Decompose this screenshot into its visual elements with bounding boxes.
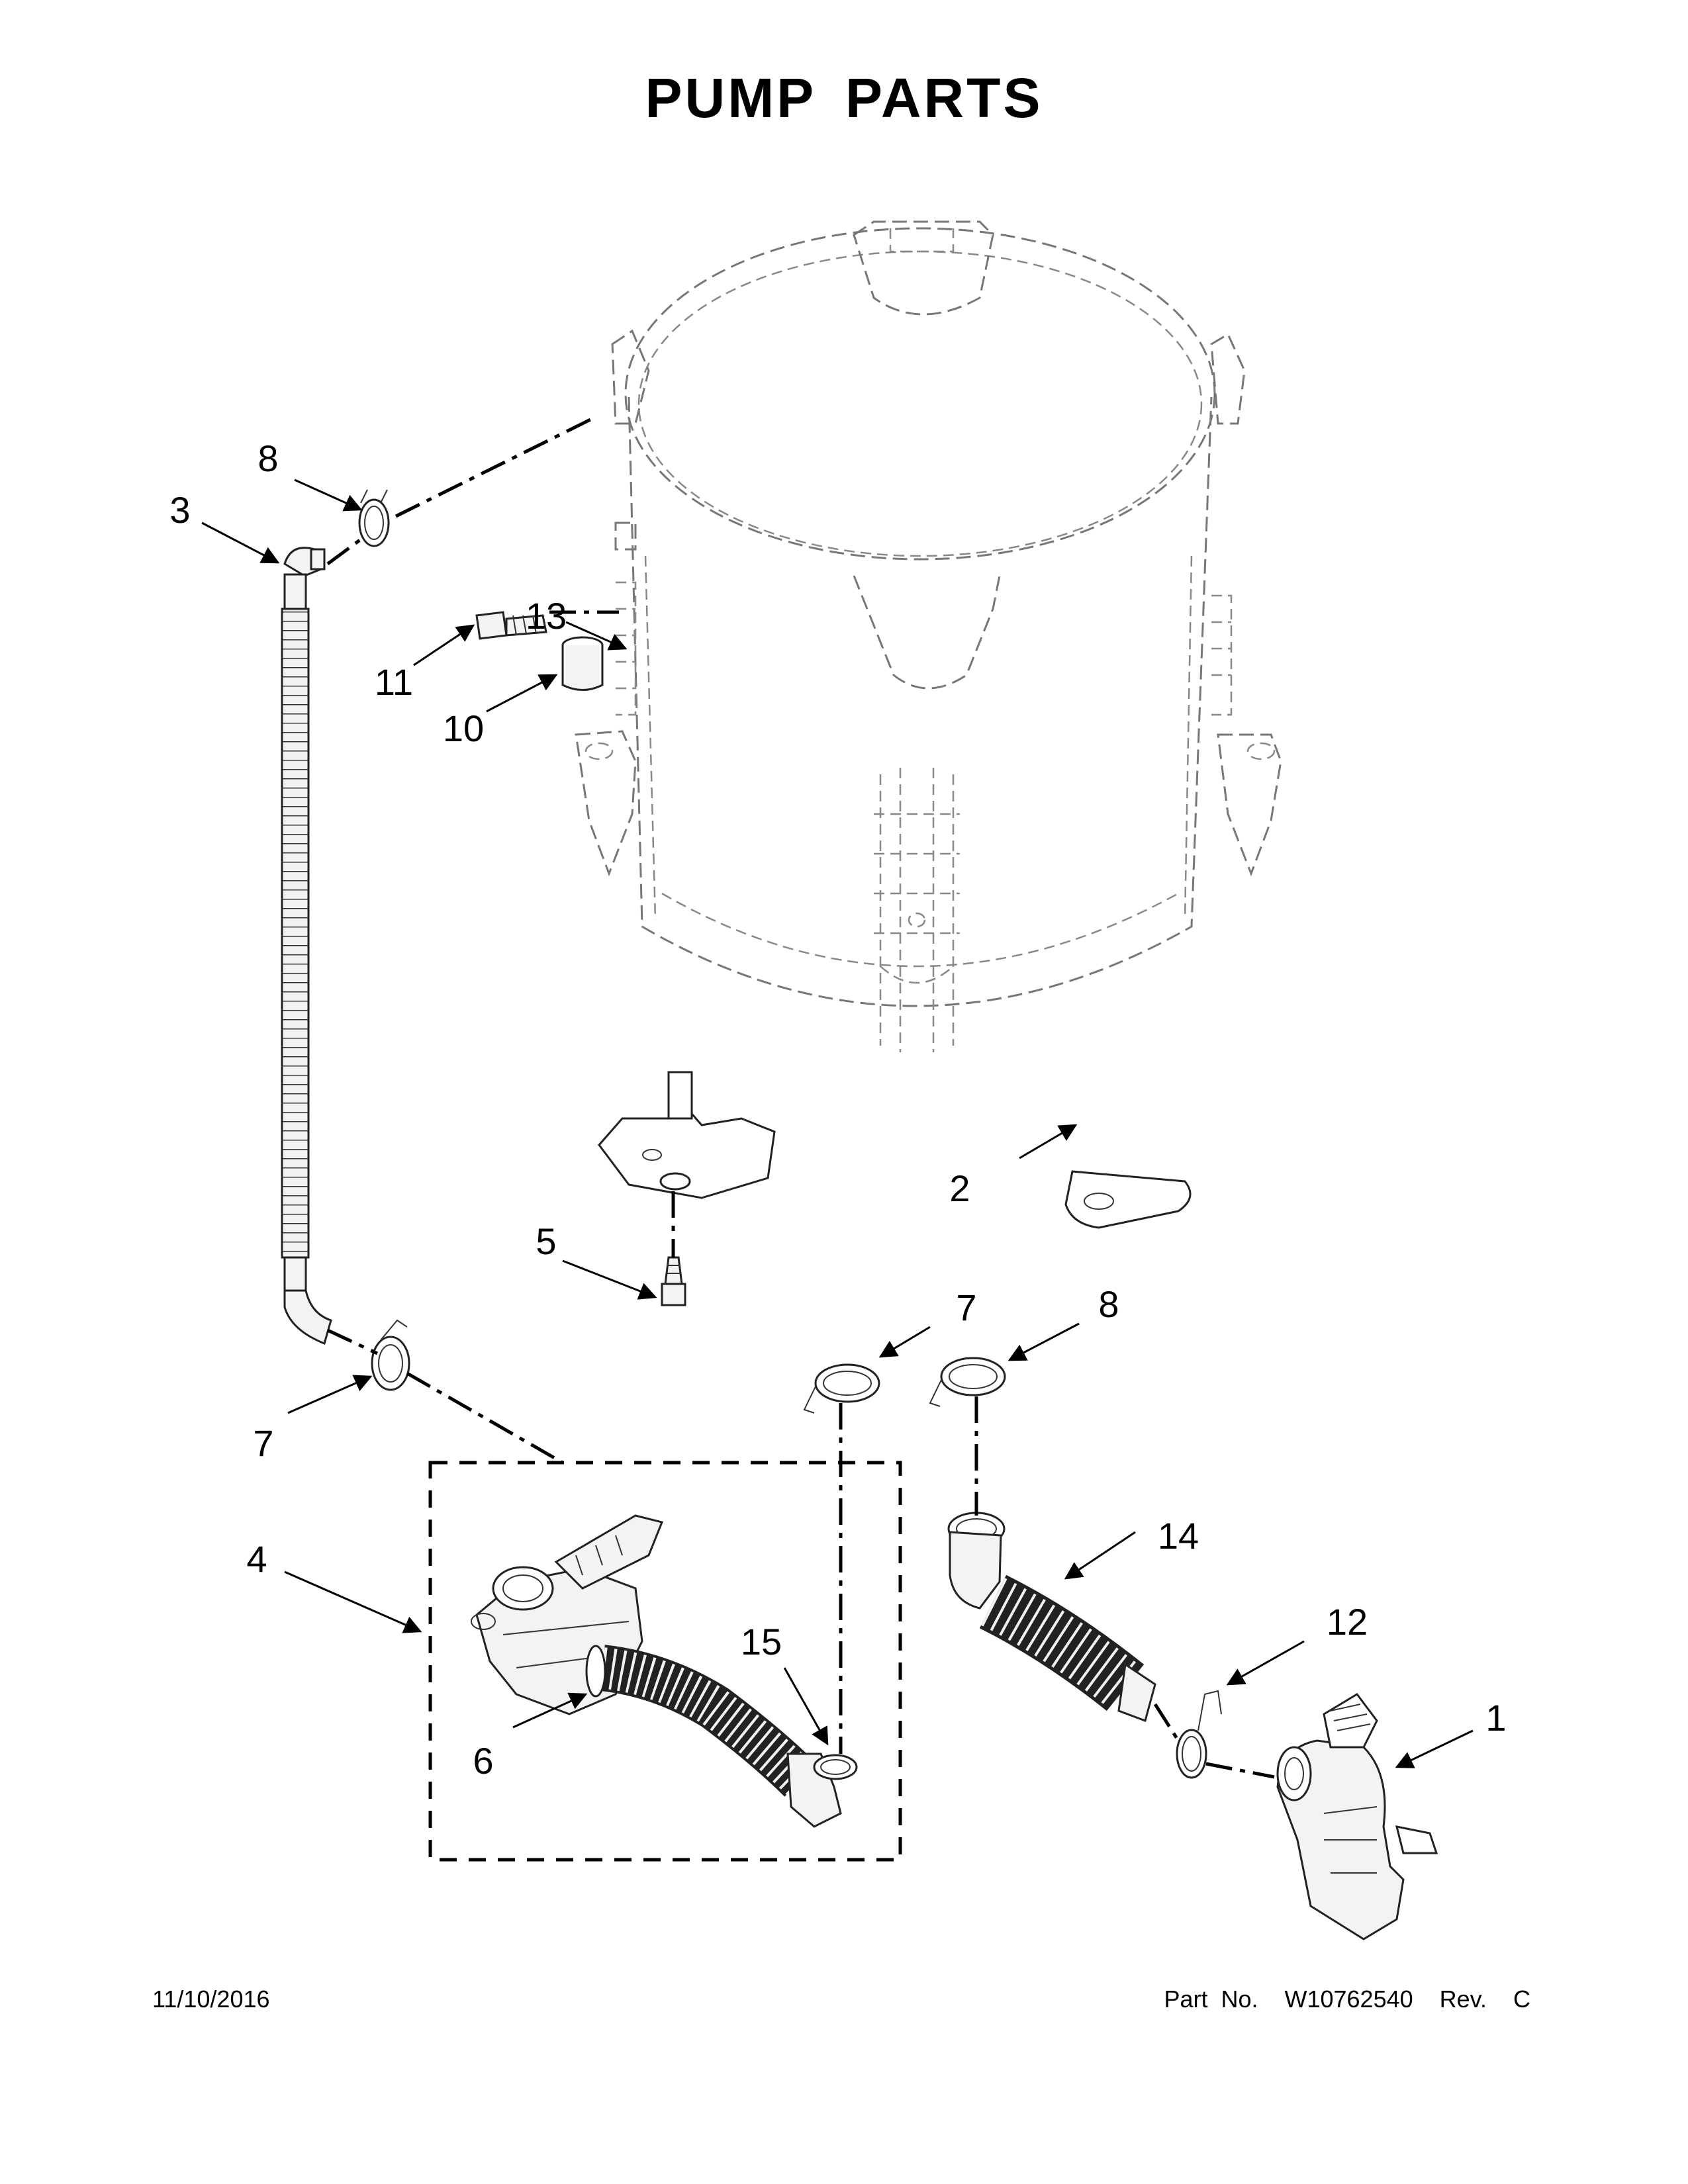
callout-6: 6 (473, 1740, 493, 1782)
part-13-bracket (598, 1071, 776, 1199)
part-4-pump-assembly (428, 1461, 902, 1862)
callout-1: 1 (1485, 1697, 1506, 1739)
callout-12: 12 (1327, 1601, 1368, 1643)
callout-5: 5 (536, 1220, 556, 1262)
callout-3: 3 (169, 489, 190, 531)
footer-date: 11/10/2016 (152, 1985, 270, 2013)
part-3-hose (281, 547, 332, 1345)
callout-9: 8 (258, 437, 278, 479)
part-10-grommet (561, 636, 604, 691)
callout-13: 13 (526, 595, 567, 637)
part-12-clamp (1176, 1690, 1222, 1779)
part-11-screw (475, 611, 547, 640)
part-1-pump (1276, 1693, 1438, 1940)
part-7-clamp-right (803, 1363, 880, 1414)
tub-outline (575, 220, 1282, 1052)
part-5-screw (661, 1256, 686, 1306)
assembly-center-lines (326, 415, 1275, 1779)
callout-labels: 8 3 11 10 13 2 5 7 7 8 14 4 12 1 15 6 (169, 437, 1506, 1782)
callout-10: 10 (443, 707, 484, 749)
callout-8: 8 (1098, 1283, 1119, 1325)
callout-7-left: 7 (253, 1422, 273, 1464)
callout-11: 11 (375, 661, 413, 703)
callout-15: 15 (741, 1621, 782, 1662)
part-7-clamp-left (371, 1319, 410, 1391)
footer-part-number: Part No. W10762540 Rev. C (1164, 1985, 1530, 2013)
callout-leaders (201, 478, 1474, 1768)
callout-14: 14 (1158, 1515, 1199, 1557)
callout-7-right: 7 (956, 1287, 976, 1328)
page-title: PUMP PARTS (645, 67, 1043, 129)
part-2-shield (1064, 1170, 1192, 1229)
part-8-clamp (929, 1357, 1006, 1407)
part-14-hose (947, 1512, 1156, 1722)
part-9-clamp (358, 489, 390, 547)
callout-2: 2 (949, 1167, 970, 1209)
callout-4: 4 (246, 1538, 267, 1580)
